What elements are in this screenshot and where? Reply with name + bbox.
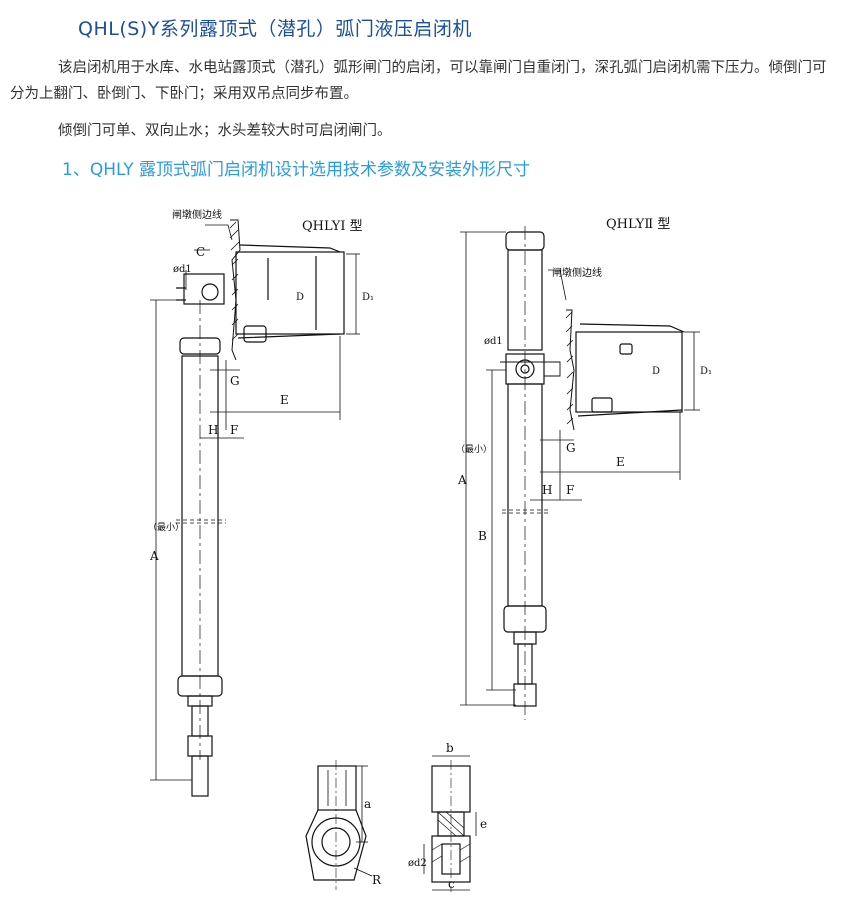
section-heading: 1、QHLY 露顶式弧门启闭机设计选用技术参数及安装外形尺寸 — [62, 160, 530, 180]
dim-r-label: R — [372, 873, 382, 887]
dim-f-label: F — [230, 423, 238, 437]
dim-g-label: G — [230, 374, 240, 388]
dim-a-right-label: A — [457, 473, 467, 487]
dim-e-right-label: E — [616, 455, 625, 469]
dim-h-right-label: H — [542, 483, 552, 497]
qhly2-pier-line-label: 闸墩侧边线 — [552, 266, 602, 279]
dim-d2-label: ød2 — [408, 858, 427, 869]
dim-d-label: D — [296, 292, 304, 303]
dim-c-label: C — [196, 245, 205, 259]
dim-e-small-label: e — [480, 817, 487, 831]
dim-e-label: E — [280, 393, 289, 407]
dim-a-min-right-label: （最小） — [456, 444, 492, 455]
qhly1-pier-line-label: 闸墩侧边线 — [172, 208, 222, 221]
intro-paragraph: 该启闭机用于水库、水电站露顶式（潜孔）弧形闸门的启闭，可以靠闸门自重闭门，深孔弧… — [10, 60, 827, 102]
dim-c-small-label: c — [448, 877, 455, 891]
dim-d1-label: ød1 — [173, 264, 192, 275]
page-title: QHL(S)Y系列露顶式（潜孔）弧门液压启闭机 — [78, 18, 472, 40]
installation-drawing: QHLYⅠ 型 QHLYⅡ 型 闸墩侧边线 闸墩侧边线 C ød1 D D₁ G… — [148, 208, 712, 892]
dim-d1-outer-right-label: D₁ — [700, 366, 712, 377]
qhly2-type-label: QHLYⅡ 型 — [606, 217, 670, 232]
dim-a-min-label: （最小） — [148, 522, 184, 533]
dim-d1-right-label: ød1 — [484, 336, 503, 347]
qhly2-drawing — [460, 226, 700, 720]
dim-b-small-label: b — [446, 741, 454, 755]
dim-d-right-label: D — [652, 366, 660, 377]
dim-small-a-label: a — [364, 797, 371, 811]
dim-b-label: B — [478, 529, 487, 543]
dim-h-label: H — [208, 423, 218, 437]
dim-g-right-label: G — [566, 441, 576, 455]
gate-paragraph: 倾倒门可单、双向止水；水头差较大时可启闭闸门。 — [58, 123, 392, 139]
rod-end-side-detail — [423, 755, 477, 892]
dim-a-label: A — [149, 549, 159, 563]
rod-end-front-detail — [305, 760, 373, 890]
dim-d1-outer-label: D₁ — [362, 292, 374, 303]
qhly1-drawing — [150, 219, 360, 797]
qhly1-type-label: QHLYⅠ 型 — [302, 219, 363, 234]
dim-f-right-label: F — [566, 483, 574, 497]
